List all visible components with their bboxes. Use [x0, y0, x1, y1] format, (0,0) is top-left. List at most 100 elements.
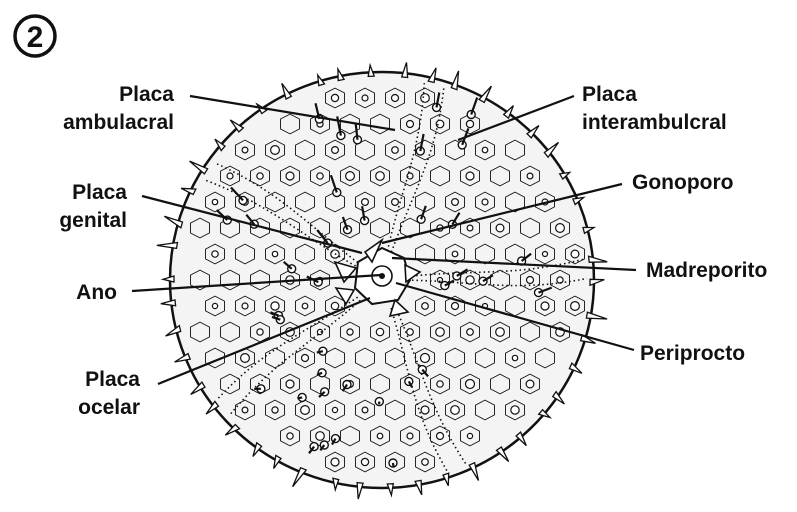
tubercle	[543, 252, 548, 257]
label-placa-ocelar-line2: ocelar	[78, 396, 140, 419]
tubercle	[272, 251, 277, 256]
tubercle	[466, 172, 474, 180]
tubercle	[392, 95, 399, 102]
tubercle	[331, 94, 338, 101]
figure-number: 2	[27, 21, 44, 54]
tubercle	[331, 458, 339, 466]
tubercle	[452, 199, 459, 206]
tubercle	[346, 172, 355, 181]
tubercle	[316, 432, 325, 441]
spine	[357, 483, 363, 499]
tubercle	[272, 407, 278, 413]
tubercle	[362, 199, 369, 206]
spine	[157, 243, 178, 249]
tubercle	[242, 303, 248, 309]
tubercle	[436, 328, 445, 337]
tubercle	[377, 433, 383, 439]
tubercle	[407, 433, 413, 439]
tubercle	[421, 94, 430, 103]
tubercle	[467, 433, 472, 438]
label-placa-interambulacral-line2: interambulcral	[582, 111, 727, 134]
label-periprocto: Periprocto	[640, 342, 745, 365]
tubercle	[467, 225, 473, 231]
tubercle	[467, 329, 474, 336]
tubercle	[331, 302, 338, 309]
tubercle	[212, 303, 217, 308]
tubercle	[362, 407, 368, 413]
tubercle	[557, 277, 563, 283]
tubercle	[257, 173, 263, 179]
tubercle	[437, 381, 443, 387]
tubercle	[332, 147, 339, 154]
tubercle	[361, 458, 368, 465]
tubercle	[301, 406, 310, 415]
label-placa-interambulacral-line1: Placa	[582, 83, 637, 106]
spine	[190, 161, 208, 174]
spine	[387, 484, 393, 496]
tubercle	[482, 199, 488, 205]
tubercle	[392, 147, 399, 154]
label-placa-ocelar-line1: Placa	[85, 368, 140, 391]
tubercle	[212, 251, 218, 257]
tubercle	[407, 121, 414, 128]
tubercle	[271, 302, 279, 310]
spine-stub	[297, 397, 302, 398]
tubercle	[376, 328, 383, 335]
tubercle	[286, 380, 294, 388]
label-gonoporo: Gonoporo	[632, 171, 733, 194]
label-placa-ambulacral-line2: ambulacral	[63, 111, 174, 134]
tubercle	[512, 355, 517, 360]
tubercle	[482, 147, 488, 153]
tubercle	[452, 303, 459, 310]
tubercle	[212, 199, 217, 204]
tubercle	[451, 406, 460, 415]
spine	[428, 68, 436, 83]
tubercle	[571, 250, 579, 258]
tubercle	[347, 329, 353, 335]
label-madreporito: Madreporito	[646, 259, 767, 282]
tubercle	[466, 120, 473, 127]
tubercle	[496, 224, 504, 232]
spine	[586, 312, 607, 319]
spine	[527, 126, 539, 138]
tubercle	[541, 302, 549, 310]
tubercle	[302, 303, 308, 309]
tubercle	[466, 380, 475, 389]
tubercle	[271, 146, 280, 155]
tubercle	[242, 407, 248, 413]
tubercle	[242, 147, 248, 153]
tubercle	[376, 172, 385, 181]
spine	[589, 256, 608, 262]
spine	[415, 480, 422, 494]
label-placa-ambulacral-line1: Placa	[119, 83, 174, 106]
figure-number-badge: 2	[15, 16, 55, 56]
spine	[451, 71, 458, 90]
tubercle	[422, 459, 429, 466]
tubercle	[421, 406, 429, 414]
spine	[333, 478, 339, 490]
tubercle	[527, 277, 534, 284]
tubercle	[407, 329, 414, 336]
tubercle	[332, 407, 337, 412]
tubercle	[452, 251, 458, 257]
tubercle	[527, 173, 533, 179]
tubercle	[392, 199, 399, 206]
tubercle	[227, 173, 233, 179]
tubercle	[362, 95, 368, 101]
tubercle	[241, 354, 250, 363]
tubercle	[286, 172, 294, 180]
tubercle	[526, 380, 534, 388]
tubercle	[421, 354, 430, 363]
tubercle	[511, 406, 519, 414]
tubercle	[302, 355, 309, 362]
tubercle	[257, 329, 263, 335]
tubercle	[422, 303, 429, 310]
label-placa-genital-line2: genital	[59, 209, 127, 232]
spine	[163, 276, 174, 282]
spine-stub	[317, 351, 323, 352]
spine	[368, 65, 374, 76]
tubercle	[287, 433, 293, 439]
spine-stub	[393, 463, 394, 466]
tubercle	[556, 224, 565, 233]
tubercle	[571, 302, 580, 311]
